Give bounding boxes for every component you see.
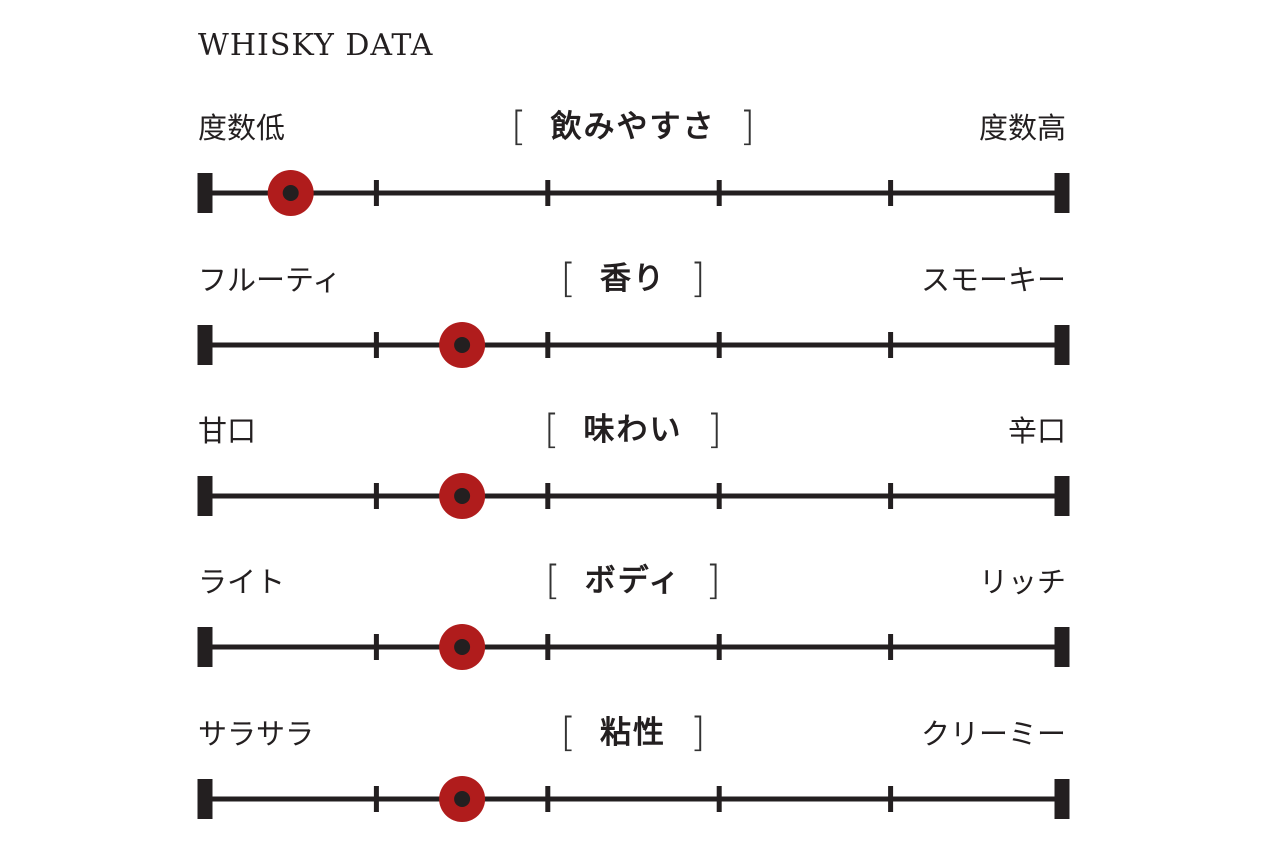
rating-row: ライト [ ボディ ] リッチ [0, 558, 1280, 712]
scale-tick [373, 180, 379, 206]
scale-end-cap [1054, 627, 1070, 667]
scale-tick [888, 786, 894, 812]
rating-row: フルーティ [ 香り ] スモーキー [0, 256, 1280, 410]
scale-line [205, 644, 1062, 650]
scale-end-cap [197, 325, 213, 365]
rating-scale [197, 322, 1070, 368]
bracket-open: [ [560, 710, 576, 756]
category-heading: [ ボディ ] [545, 556, 721, 606]
value-marker-center [454, 337, 471, 353]
scale-tick [545, 332, 551, 358]
scale-tick [716, 786, 722, 812]
scale-tick [888, 180, 894, 206]
scale-tick [373, 634, 379, 660]
bracket-open: [ [560, 256, 576, 302]
scale-end-cap [1054, 173, 1070, 213]
right-label: リッチ [978, 565, 1066, 599]
scale-line [205, 796, 1062, 802]
category-name: ボディ [584, 563, 682, 599]
rating-scale [197, 473, 1070, 519]
scale-line [205, 342, 1062, 348]
right-label: 辛口 [1007, 414, 1066, 448]
scale-end-cap [197, 476, 213, 516]
category-heading: [ 香り ] [560, 254, 705, 304]
bracket-open: [ [543, 407, 560, 453]
rating-row: 度数低 [ 飲みやすさ ] 度数高 [0, 104, 1280, 258]
scale-tick [373, 332, 379, 358]
right-label: クリーミー [920, 717, 1066, 751]
bracket-close: ] [739, 104, 756, 150]
scale-end-cap [197, 173, 213, 213]
scale-end-cap [197, 779, 213, 819]
scale-tick [716, 634, 722, 660]
scale-line [205, 493, 1062, 499]
bracket-close: ] [706, 407, 723, 453]
bracket-close: ] [690, 710, 706, 756]
bracket-close: ] [690, 256, 706, 302]
bracket-open: [ [544, 558, 561, 604]
right-label: スモーキー [920, 263, 1066, 297]
bracket-close: ] [705, 558, 722, 604]
scale-tick [545, 634, 551, 660]
value-marker-center [454, 791, 471, 807]
scale-tick [373, 483, 379, 509]
chart-title: WHISKY DATA [198, 28, 434, 63]
category-heading: [ 飲みやすさ ] [511, 102, 755, 152]
category-heading: [ 味わい ] [544, 405, 722, 455]
scale-tick [545, 786, 551, 812]
rating-scale [197, 776, 1070, 822]
rating-scale [197, 170, 1070, 216]
category-name: 味わい [583, 412, 683, 448]
value-marker-center [454, 639, 471, 655]
left-label: サラサラ [198, 717, 315, 751]
category-name: 粘性 [600, 715, 666, 751]
scale-line [205, 190, 1062, 196]
category-name: 飲みやすさ [550, 109, 716, 145]
scale-tick [716, 483, 722, 509]
category-name: 香り [600, 261, 666, 297]
left-label: フルーティ [198, 263, 342, 297]
left-label: ライト [198, 565, 286, 599]
scale-end-cap [197, 627, 213, 667]
bracket-open: [ [510, 104, 527, 150]
right-label: 度数高 [978, 111, 1066, 145]
rating-row: サラサラ [ 粘性 ] クリーミー [0, 710, 1280, 864]
scale-tick [888, 332, 894, 358]
scale-tick [888, 483, 894, 509]
scale-end-cap [1054, 476, 1070, 516]
scale-tick [716, 332, 722, 358]
rating-row: 甘口 [ 味わい ] 辛口 [0, 407, 1280, 561]
scale-end-cap [1054, 325, 1070, 365]
scale-tick [373, 786, 379, 812]
scale-end-cap [1054, 779, 1070, 819]
left-label: 度数低 [198, 111, 286, 145]
scale-tick [716, 180, 722, 206]
category-heading: [ 粘性 ] [560, 708, 705, 758]
left-label: 甘口 [198, 414, 257, 448]
value-marker-center [282, 185, 299, 201]
rating-scale [197, 624, 1070, 670]
scale-tick [888, 634, 894, 660]
scale-tick [545, 483, 551, 509]
scale-tick [545, 180, 551, 206]
value-marker-center [454, 488, 471, 504]
